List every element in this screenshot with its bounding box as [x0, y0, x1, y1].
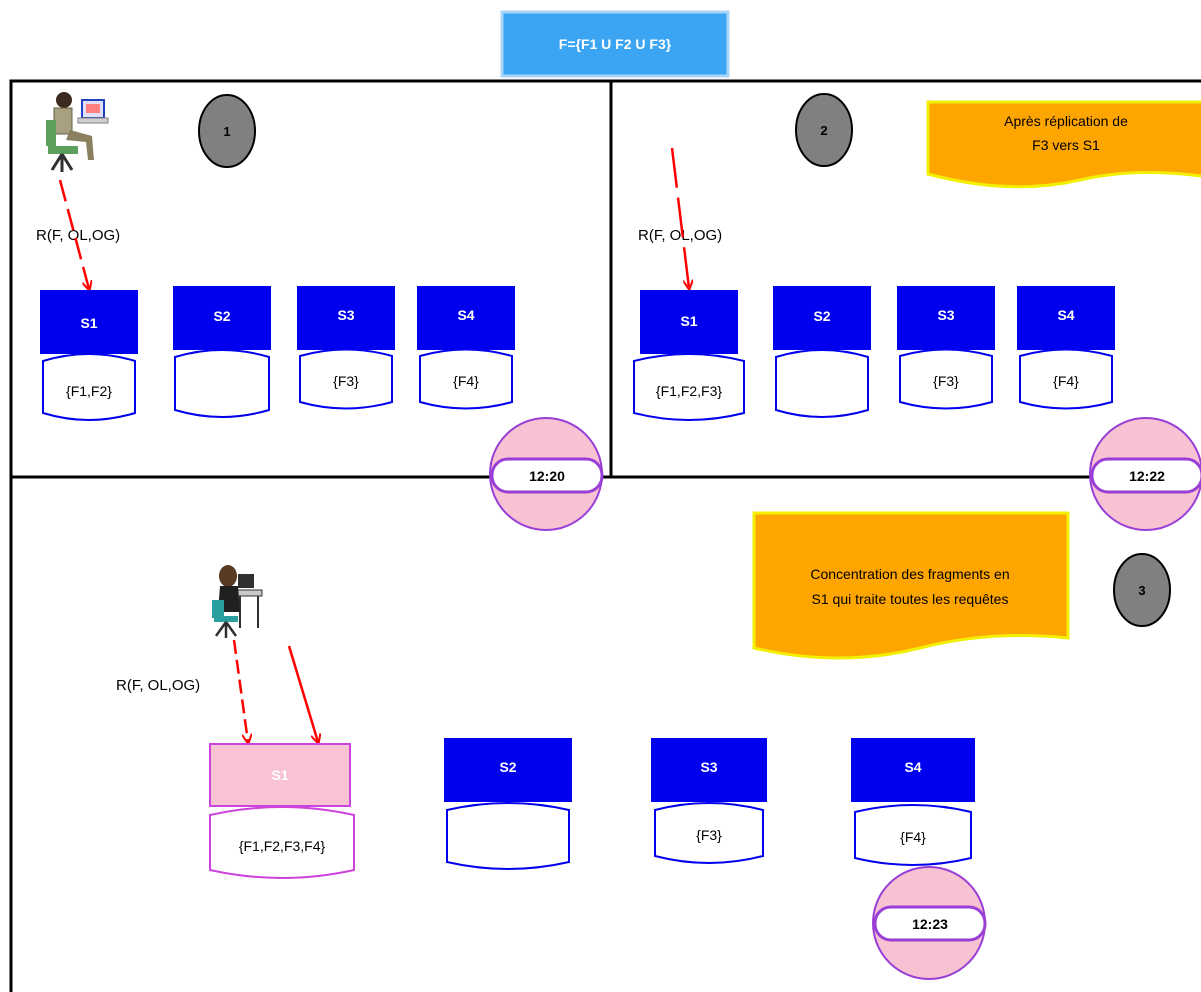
- server-label: S1: [680, 313, 697, 329]
- request-arrow: [58, 179, 89, 289]
- database-cylinder: [174, 349, 270, 418]
- clock: 12:23: [872, 866, 987, 980]
- database-cylinder: [899, 348, 993, 410]
- server-label: S1: [80, 315, 97, 331]
- fragment-set: {F4}: [900, 829, 926, 845]
- request-arrow-1: [232, 639, 248, 742]
- server-s3: S3 {F3}: [297, 286, 395, 410]
- server-s1: S1 {F1,F2,F3}: [633, 290, 745, 421]
- fragment-set: {F1,F2,F3}: [656, 383, 722, 399]
- fragment-set: {F1,F2,F3,F4}: [239, 838, 326, 854]
- server-s2: S2: [173, 286, 271, 418]
- database-cylinder: [209, 806, 355, 879]
- request-arrow-2: [287, 645, 318, 742]
- time-label: 12:23: [912, 916, 948, 932]
- request-label: R(F, OL,OG): [116, 677, 200, 694]
- step-number: 3: [1138, 583, 1145, 598]
- clock: 12:22: [1089, 417, 1201, 531]
- step-circle: [198, 94, 256, 168]
- fragment-set: {F4}: [1053, 373, 1079, 389]
- formula-banner-box: [500, 10, 730, 78]
- server-box: [851, 738, 975, 802]
- note-line-1: Concentration des fragments en: [810, 566, 1009, 582]
- server-box: [417, 286, 515, 350]
- note-shape: [752, 511, 1070, 660]
- database-cylinder: [419, 348, 513, 410]
- server-label: S4: [904, 759, 921, 775]
- server-box: [897, 286, 995, 350]
- server-label: S1: [271, 767, 288, 783]
- request-label: R(F, OL,OG): [638, 227, 722, 244]
- database-cylinder: [42, 353, 136, 421]
- server-s2: S2: [773, 286, 871, 418]
- user-at-desk-icon: [212, 565, 263, 638]
- server-label: S3: [937, 307, 954, 323]
- fragment-set: {F3}: [696, 827, 722, 843]
- panel-3: Concentration des fragments en S1 qui tr…: [116, 511, 1171, 980]
- database-cylinder: [1019, 348, 1113, 410]
- server-box: [773, 286, 871, 350]
- fragment-set: {F1,F2}: [66, 383, 112, 399]
- database-cylinder: [775, 349, 869, 418]
- step-number: 1: [223, 124, 230, 139]
- server-s1: S1 {F1,F2}: [40, 290, 138, 421]
- clock-pill: [873, 905, 987, 942]
- concentration-note: Concentration des fragments en S1 qui tr…: [752, 511, 1070, 660]
- server-label: S4: [1057, 307, 1074, 323]
- step-number: 2: [820, 123, 827, 138]
- note-line-2: S1 qui traite toutes les requêtes: [812, 591, 1009, 607]
- server-label: S3: [700, 759, 717, 775]
- fragment-set: {F4}: [453, 373, 479, 389]
- server-box: [1017, 286, 1115, 350]
- fragment-set: {F3}: [333, 373, 359, 389]
- time-label: 12:20: [529, 468, 565, 484]
- server-s1: S1 {F1,F2,F3,F4}: [209, 743, 355, 879]
- database-cylinder: [633, 353, 745, 421]
- server-box: [40, 290, 138, 354]
- note-line-2: F3 vers S1: [1032, 137, 1100, 153]
- request-label: R(F, OL,OG): [36, 227, 120, 244]
- server-box: [444, 738, 572, 802]
- server-box: [651, 738, 767, 802]
- fragment-set: {F3}: [933, 373, 959, 389]
- panel-1: 1 R(F, OL,OG) S1 {F1,F2} S2 S3 {F3} S4: [36, 92, 604, 531]
- server-box: [297, 286, 395, 350]
- server-label: S4: [457, 307, 474, 323]
- server-label: S2: [499, 759, 516, 775]
- formula-banner: F={F1 U F2 U F3}: [500, 10, 730, 78]
- clock-pill: [1090, 457, 1201, 494]
- server-label: S2: [813, 308, 830, 324]
- server-s2: S2: [444, 738, 572, 870]
- server-box: [173, 286, 271, 350]
- server-s3: S3 {F3}: [651, 738, 767, 864]
- database-cylinder: [299, 348, 393, 410]
- panel-3-frame: [9, 475, 1201, 992]
- step-circle: [795, 93, 853, 167]
- database-cylinder: [446, 802, 570, 870]
- step-circle: [1113, 553, 1171, 627]
- clock-pill: [490, 457, 604, 494]
- note-line-1: Après réplication de: [1004, 113, 1128, 129]
- database-cylinder: [854, 804, 972, 866]
- panel-2: 2 Après réplication de F3 vers S1 R(F, O…: [633, 93, 1201, 531]
- formula-text: F={F1 U F2 U F3}: [559, 36, 672, 52]
- time-label: 12:22: [1129, 468, 1165, 484]
- clock: 12:20: [489, 417, 604, 531]
- user-at-computer-icon: [46, 92, 109, 172]
- server-s4: S4 {F4}: [851, 738, 975, 866]
- server-s4: S4 {F4}: [417, 286, 515, 410]
- request-arrow: [670, 147, 689, 288]
- server-s3: S3 {F3}: [897, 286, 995, 410]
- server-label: S3: [337, 307, 354, 323]
- server-label: S2: [213, 308, 230, 324]
- panel-frames: [9, 79, 1201, 992]
- database-cylinder: [654, 802, 764, 864]
- server-box: [640, 290, 738, 354]
- server-box: [209, 743, 351, 807]
- server-s4: S4 {F4}: [1017, 286, 1115, 410]
- replication-note: Après réplication de F3 vers S1: [926, 100, 1201, 189]
- note-shape: [926, 100, 1201, 189]
